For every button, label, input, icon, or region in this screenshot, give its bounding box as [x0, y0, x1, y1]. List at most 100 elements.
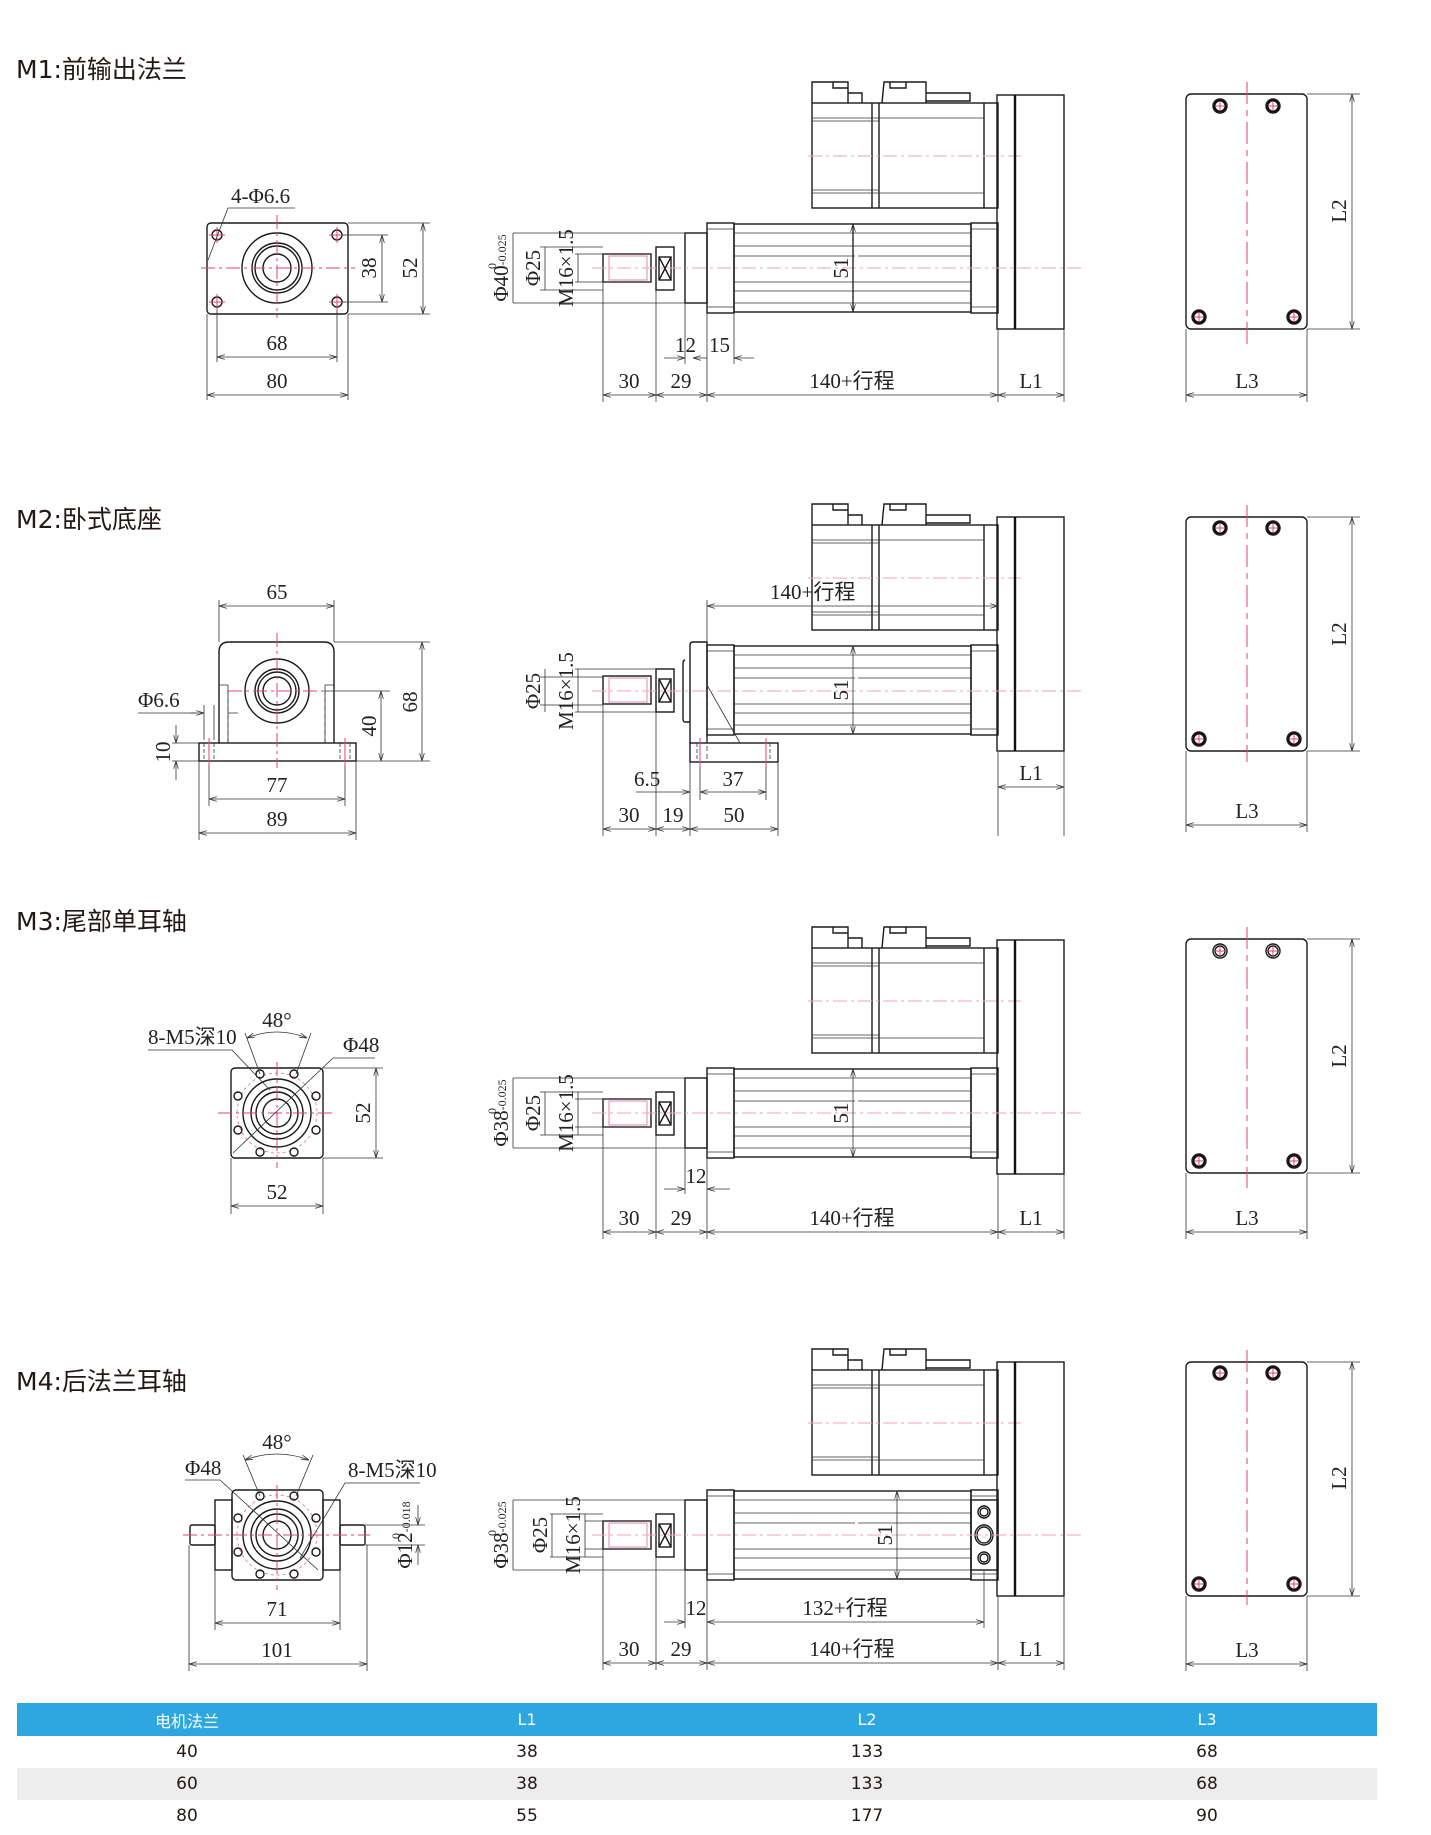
svg-text:Φ38-0.025: Φ38-0.025 — [489, 1079, 513, 1146]
m3-side-view: 51 Φ38-0.025 0 Φ25 M16×1.5 12 30 29 140+… — [485, 925, 1083, 1239]
m2-hole-note: Φ6.6 — [138, 688, 180, 712]
m1-dia-rod: Φ25 — [521, 250, 545, 286]
table-row: 60 38 133 68 — [17, 1768, 1377, 1800]
m2-dim-89: 89 — [267, 807, 288, 831]
m2-dim-37: 37 — [723, 767, 744, 791]
header-l1: L1 — [357, 1703, 697, 1736]
cell-l2: 133 — [697, 1768, 1037, 1800]
m3-dim-12: 12 — [686, 1164, 707, 1188]
m1-dim-l1: L1 — [1019, 369, 1042, 393]
m2-side-view: 51 140+行程 Φ25 M16×1.5 6.5 37 30 19 50 L1 — [521, 502, 1083, 836]
svg-text:Φ12-0.018: Φ12-0.018 — [393, 1501, 417, 1568]
m3-thread-note: 8-M5深10 — [148, 1025, 237, 1049]
m4-pin-tol-upper: 0 — [389, 1533, 403, 1539]
header-motor-flange: 电机法兰 — [17, 1703, 357, 1736]
m4-pin-tol-lower: -0.018 — [399, 1501, 413, 1532]
m4-dim-29: 29 — [671, 1637, 692, 1661]
m4-tol-lower: -0.025 — [495, 1501, 509, 1532]
m4-dim-12: 12 — [686, 1596, 707, 1620]
m1-dim-51: 51 — [829, 258, 853, 279]
m1-side-view: 51 Φ40-0.025 0 Φ25 M16×1.5 12 15 30 29 1… — [485, 80, 1083, 402]
m3-dim-width: 52 — [267, 1180, 288, 1204]
m2-dim-30: 30 — [619, 803, 640, 827]
m2-dim-50: 50 — [724, 803, 745, 827]
table-row: 80 55 177 90 — [17, 1800, 1377, 1832]
m1-dim-body-length: 140+行程 — [809, 369, 894, 393]
m4-dia-main: Φ38 — [489, 1532, 513, 1568]
m2-rear-view: L2 L3 — [1185, 505, 1360, 832]
cell-l3: 68 — [1037, 1768, 1377, 1800]
m1-dim-12: 12 — [675, 333, 696, 357]
m4-side-view: 51 Φ38-0.025 0 Φ25 M16×1.5 12 132+行程 30 … — [485, 1347, 1083, 1670]
m1-dim-15: 15 — [709, 333, 730, 357]
m4-dia-rod: Φ25 — [528, 1517, 552, 1553]
cell-l2: 177 — [850, 1806, 884, 1826]
cell-l1: 55 — [516, 1806, 538, 1826]
m2-dim-65: 65 — [267, 580, 288, 604]
m4-dim-51: 51 — [873, 1525, 897, 1546]
m4-angle: 48° — [262, 1430, 291, 1454]
m1-dim-30: 30 — [619, 369, 640, 393]
m3-tol-lower: -0.025 — [495, 1079, 509, 1110]
header-l2: L2 — [697, 1703, 1037, 1736]
m1-end-view: 4-Φ6.6 68 80 38 52 — [201, 184, 430, 400]
m4-dim-l1: L1 — [1019, 1637, 1042, 1661]
m4-dim-l2: L2 — [1327, 1466, 1351, 1489]
m3-tol-upper: 0 — [485, 1108, 499, 1114]
cell-flange: 40 — [176, 1742, 198, 1762]
m3-dia-rod: Φ25 — [521, 1095, 545, 1131]
m4-dim-pivot-length: 132+行程 — [802, 1596, 887, 1620]
m3-dim-29: 29 — [671, 1206, 692, 1230]
m1-rear-view: L2 L3 — [1185, 82, 1360, 402]
cell-l1: 38 — [516, 1742, 538, 1762]
m1-thread: M16×1.5 — [554, 229, 578, 307]
m2-dim-l2: L2 — [1327, 622, 1351, 645]
m3-dia-main: Φ38 — [489, 1110, 513, 1146]
m3-dim-51: 51 — [829, 1103, 853, 1124]
m2-end-view: 65 40 68 Φ6.6 10 77 89 — [138, 580, 430, 840]
m3-dim-l2: L2 — [1327, 1044, 1351, 1067]
m2-dim-77: 77 — [267, 773, 288, 797]
cell-l2: 133 — [850, 1742, 884, 1762]
m1-dim-80: 80 — [267, 369, 288, 393]
m3-thread: M16×1.5 — [554, 1074, 578, 1152]
m4-rear-view: L2 L3 — [1185, 1350, 1360, 1671]
cell-l3: 68 — [1196, 1742, 1218, 1762]
m4-thread: M16×1.5 — [561, 1496, 585, 1574]
m1-dim-68: 68 — [267, 331, 288, 355]
m4-end-view: Φ48 48° 8-M5深10 Φ12-0.018 0 71 101 — [183, 1430, 437, 1671]
section-title-m1: M1:前输出法兰 — [16, 55, 187, 84]
m4-thread-note: 8-M5深10 — [348, 1458, 437, 1482]
m3-dim-l3: L3 — [1235, 1206, 1258, 1230]
m4-pin-dia: Φ12 — [393, 1532, 417, 1568]
m2-dim-40: 40 — [357, 716, 381, 737]
m3-pcd: Φ48 — [343, 1033, 379, 1057]
m4-dim-30: 30 — [619, 1637, 640, 1661]
m3-rear-view: L2 L3 — [1185, 927, 1360, 1239]
table-row: 40 38 133 68 — [17, 1736, 1377, 1768]
m1-dim-38: 38 — [357, 258, 381, 279]
cell-flange: 80 — [176, 1806, 198, 1826]
section-title-m4: M4:后法兰耳轴 — [16, 1367, 187, 1396]
m3-end-view: 8-M5深10 48° Φ48 52 52 — [148, 1008, 383, 1214]
m4-dim-body-length: 140+行程 — [809, 1637, 894, 1661]
m2-dim-19: 19 — [663, 803, 684, 827]
m1-tol-upper: 0 — [485, 263, 499, 269]
m2-dim-l3: L3 — [1235, 799, 1258, 823]
cell-flange: 60 — [17, 1768, 357, 1800]
header-l3: L3 — [1037, 1703, 1377, 1736]
m1-dim-29: 29 — [671, 369, 692, 393]
m1-dim-52: 52 — [398, 258, 422, 279]
m4-dim-71: 71 — [267, 1597, 288, 1621]
dimension-table: 电机法兰 L1 L2 L3 40 38 133 68 60 38 133 68 … — [17, 1703, 1377, 1832]
cell-l3: 90 — [1196, 1806, 1218, 1826]
m4-dim-101: 101 — [261, 1638, 293, 1662]
m2-dim-body-length: 140+行程 — [770, 580, 855, 604]
m4-dim-l3: L3 — [1235, 1638, 1258, 1662]
m3-dim-body-length: 140+行程 — [809, 1206, 894, 1230]
svg-text:Φ38-0.025: Φ38-0.025 — [489, 1501, 513, 1568]
section-title-m3: M3:尾部单耳轴 — [16, 907, 187, 936]
technical-drawings: 4-Φ6.6 68 80 38 52 51 Φ40-0.025 0 Φ25 M1… — [138, 80, 1360, 1671]
m1-dia-main: Φ40 — [489, 265, 513, 301]
m3-dim-l1: L1 — [1019, 1206, 1042, 1230]
